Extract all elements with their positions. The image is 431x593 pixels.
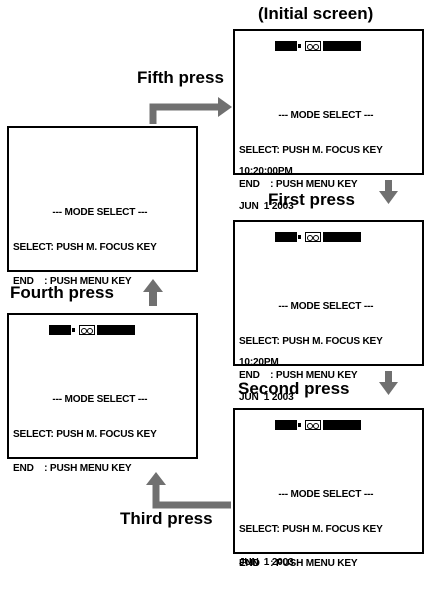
date-readout: JUN 1 2003 bbox=[239, 390, 294, 403]
datetime-block: 10:20PM JUN 1 2003 bbox=[239, 334, 413, 426]
fifth-press-screen: --- MODE SELECT --- SELECT: PUSH M. FOCU… bbox=[7, 126, 198, 287]
menu-title: --- MODE SELECT --- bbox=[278, 109, 374, 121]
fourth-press-label: Fourth press bbox=[10, 283, 114, 302]
menu-block: --- MODE SELECT --- SELECT: PUSH M. FOCU… bbox=[239, 87, 413, 214]
menu-block: --- MODE SELECT --- SELECT: PUSH M. FOCU… bbox=[239, 278, 413, 405]
up-arrow-fourth-icon bbox=[143, 279, 163, 306]
date-readout: JUN 1 2003 bbox=[239, 556, 294, 568]
menu-select-line: SELECT: PUSH M. FOCUS KEY bbox=[13, 240, 157, 253]
menu-end-line: END : PUSH MENU KEY bbox=[239, 369, 358, 381]
menu-title: --- MODE SELECT --- bbox=[52, 206, 148, 218]
menu-title: --- MODE SELECT --- bbox=[278, 488, 374, 500]
menu-end-line: END : PUSH MENU KEY bbox=[239, 178, 358, 190]
second-press-screen: --- MODE SELECT --- SELECT: PUSH M. FOCU… bbox=[233, 408, 424, 569]
menu-title: --- MODE SELECT --- bbox=[52, 393, 148, 405]
initial-screen-label: (Initial screen) bbox=[258, 4, 374, 23]
cassette-tape-icon bbox=[305, 232, 321, 242]
second-press-label: Second press bbox=[238, 379, 350, 398]
status-icons bbox=[275, 41, 365, 51]
cassette-tape-icon bbox=[305, 420, 321, 430]
menu-block: --- MODE SELECT --- SELECT: PUSH M. FOCU… bbox=[13, 371, 187, 498]
remaining-bar-icon bbox=[97, 325, 135, 335]
menu-select-line: SELECT: PUSH M. FOCUS KEY bbox=[239, 522, 383, 535]
fourth-press-screen: --- MODE SELECT --- SELECT: PUSH M. FOCU… bbox=[7, 313, 198, 474]
elbow-arrow-third-icon bbox=[146, 472, 231, 509]
flow-arrows bbox=[143, 97, 398, 509]
status-icons bbox=[49, 325, 139, 335]
date-readout: JUN 1 2003 bbox=[239, 199, 294, 212]
third-press-label: Third press bbox=[120, 509, 213, 528]
menu-end-line: END : PUSH MENU KEY bbox=[13, 462, 132, 474]
time-readout: 10:20PM bbox=[239, 356, 279, 368]
remaining-bar-icon bbox=[323, 232, 361, 242]
elbow-arrow-fifth-icon bbox=[149, 97, 232, 124]
menu-select-line: SELECT: PUSH M. FOCUS KEY bbox=[13, 427, 157, 440]
first-press-label: First press bbox=[268, 190, 355, 209]
status-icons bbox=[275, 420, 365, 430]
battery-icon bbox=[275, 232, 301, 242]
cassette-tape-icon bbox=[79, 325, 95, 335]
fifth-press-label: Fifth press bbox=[137, 68, 224, 87]
remaining-bar-icon bbox=[323, 41, 361, 51]
menu-select-line: SELECT: PUSH M. FOCUS KEY bbox=[239, 143, 383, 156]
datetime-block: 10:20:00PM JUN 1 2003 bbox=[239, 143, 413, 235]
down-arrow-second-icon bbox=[379, 371, 398, 395]
menu-block: --- MODE SELECT --- SELECT: PUSH M. FOCU… bbox=[13, 184, 187, 311]
status-icons bbox=[275, 232, 365, 242]
down-arrow-first-icon bbox=[379, 180, 398, 204]
battery-icon bbox=[275, 420, 301, 430]
menu-select-line: SELECT: PUSH M. FOCUS KEY bbox=[239, 334, 383, 347]
battery-icon bbox=[49, 325, 75, 335]
time-readout: 10:20:00PM bbox=[239, 165, 293, 177]
menu-title: --- MODE SELECT --- bbox=[278, 300, 374, 312]
cassette-tape-icon bbox=[305, 41, 321, 51]
datetime-block: JUN 1 2003 bbox=[239, 534, 413, 592]
initial-screen: --- MODE SELECT --- SELECT: PUSH M. FOCU… bbox=[233, 29, 424, 211]
battery-icon bbox=[275, 41, 301, 51]
menu-end-line: END : PUSH MENU KEY bbox=[13, 275, 132, 287]
remaining-bar-icon bbox=[323, 420, 361, 430]
first-press-screen: --- MODE SELECT --- SELECT: PUSH M. FOCU… bbox=[233, 220, 424, 402]
